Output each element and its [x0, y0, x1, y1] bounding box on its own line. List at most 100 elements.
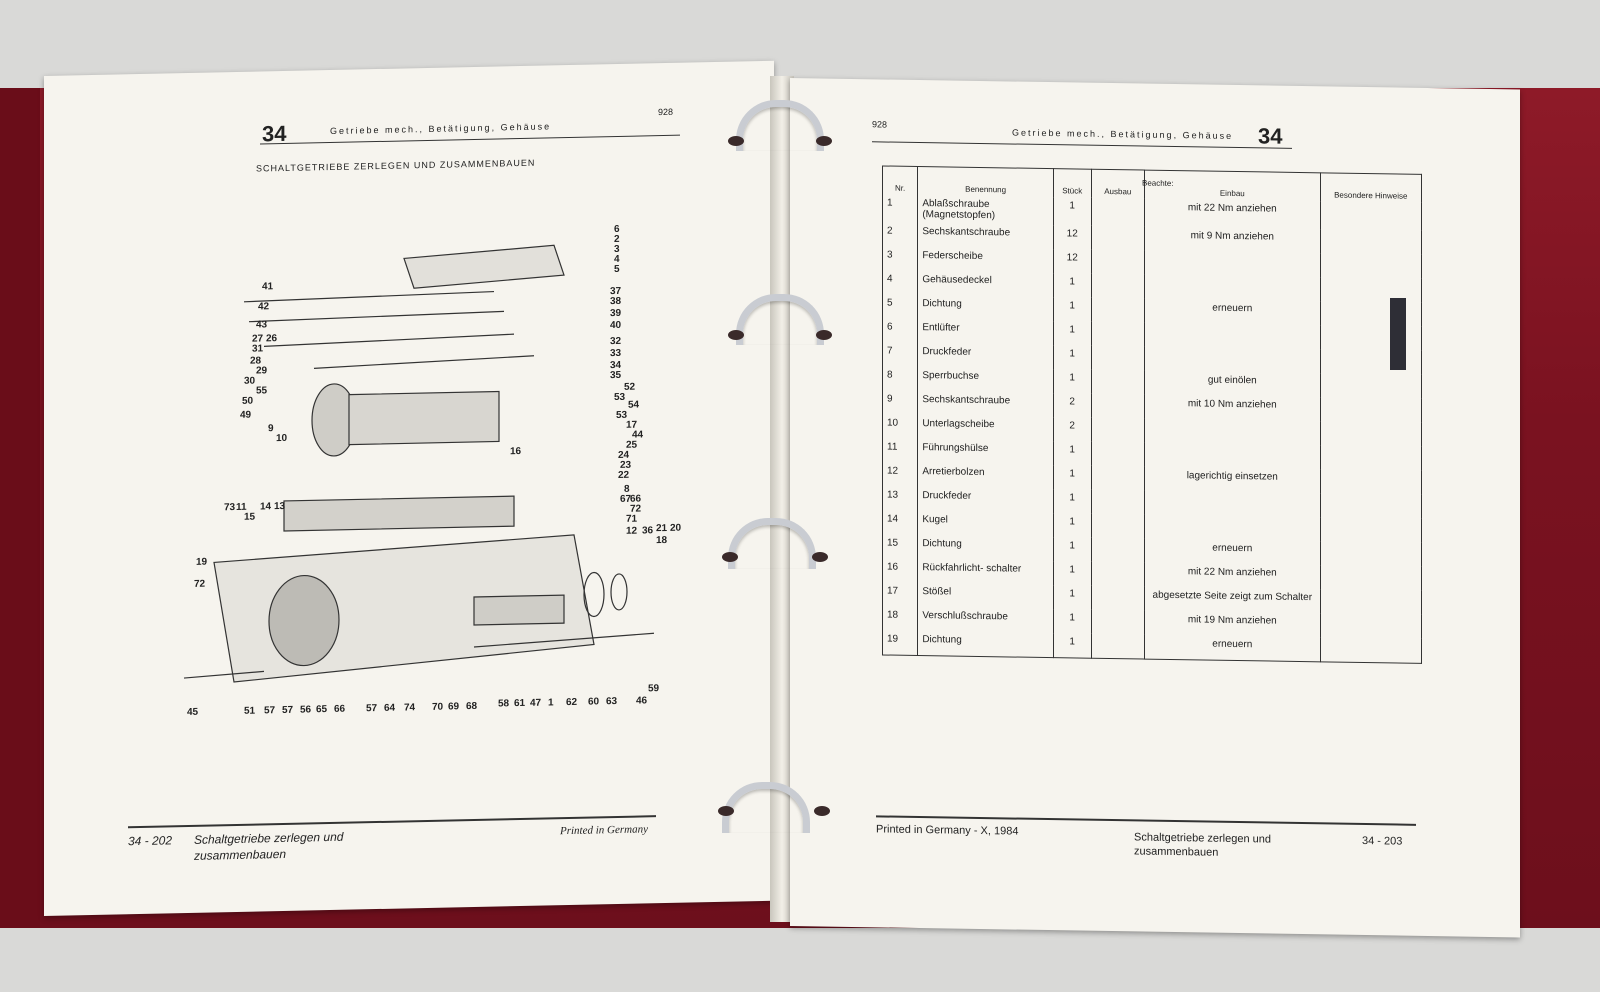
left-footer-title-1: Schaltgetriebe zerlegen und [194, 829, 344, 847]
right-section-number: 34 [1258, 123, 1283, 149]
callout-label: 33 [610, 347, 622, 360]
punch-hole [814, 806, 830, 816]
cell-nr: 19 [882, 630, 918, 656]
cell-out [1091, 513, 1145, 539]
callout-label: 60 [588, 696, 600, 708]
binder-edge [0, 88, 40, 928]
callout-label: 53 [614, 391, 626, 404]
cell-name: Stößel [917, 583, 1054, 610]
header-out: Beachte:Ausbau [1091, 169, 1174, 199]
cell-out [1091, 321, 1145, 347]
cell-in: mit 22 Nm anziehen [1144, 562, 1321, 590]
callout-label: 22 [618, 469, 630, 481]
cell-nr: 9 [882, 390, 918, 416]
cell-name: Dichtung [917, 535, 1054, 562]
cell-nr: 16 [882, 558, 918, 584]
cell-name: Rückfahrlicht- schalter [917, 559, 1054, 586]
cell-in: abgesetzte Seite zeigt zum Schalter [1144, 586, 1321, 614]
callout-label: 47 [530, 697, 542, 709]
left-header-rule [260, 134, 680, 145]
header-nr: Nr. [882, 165, 918, 196]
callout-label: 57 [366, 703, 378, 715]
header-qty: Stück [1053, 168, 1091, 198]
callout-label: 10 [276, 432, 288, 445]
right-header-rule [872, 141, 1292, 149]
cell-in: mit 22 Nm anziehen [1144, 198, 1321, 230]
callout-label: 69 [448, 701, 460, 713]
callout-label: 71 [626, 513, 638, 525]
callout-label: 57 [282, 704, 294, 717]
cell-qty: 1 [1053, 273, 1091, 298]
cell-notes [1320, 565, 1422, 591]
cell-notes [1320, 469, 1422, 495]
cell-in [1144, 418, 1321, 446]
cell-in: mit 19 Nm anziehen [1144, 610, 1321, 638]
left-footer-page: 34 - 202 [128, 833, 173, 849]
cell-name: Sechskantschraube [917, 223, 1054, 250]
cell-notes [1320, 253, 1422, 279]
cell-qty: 1 [1053, 489, 1091, 514]
cell-in [1144, 250, 1321, 278]
cell-nr: 1 [882, 194, 918, 224]
cell-out [1091, 609, 1145, 635]
output-shaft [473, 594, 565, 626]
binder-ring[interactable] [736, 294, 824, 345]
callout-label: 35 [610, 369, 622, 382]
cell-notes [1320, 349, 1422, 375]
housing-cover [403, 244, 565, 289]
cell-in [1144, 514, 1321, 542]
cell-name: Sperrbuchse [917, 367, 1054, 394]
callout-label: 45 [187, 706, 199, 719]
cell-notes [1320, 373, 1422, 399]
cell-out [1091, 393, 1145, 419]
cell-notes [1320, 421, 1422, 447]
drive-shaft [183, 670, 265, 679]
callout-label: 63 [606, 695, 618, 708]
cell-out [1091, 417, 1145, 443]
cell-out [1091, 369, 1145, 395]
shift-rail-4 [313, 355, 535, 369]
binder-ring[interactable] [728, 518, 816, 569]
cell-name: Kugel [917, 511, 1054, 538]
callout-label: 51 [244, 705, 256, 717]
cell-out [1091, 465, 1145, 491]
callout-label: 56 [300, 704, 312, 716]
cell-notes [1320, 613, 1422, 639]
cell-notes [1320, 541, 1422, 567]
callout-label: 19 [196, 556, 208, 568]
cell-notes [1320, 397, 1422, 423]
left-header-title: Getriebe mech., Betätigung, Gehäuse [330, 121, 552, 137]
cell-notes [1320, 277, 1422, 303]
right-footer-page: 34 - 203 [1362, 834, 1403, 848]
left-model: 928 [658, 106, 674, 118]
index-tab [1390, 298, 1406, 370]
callout-label: 49 [240, 409, 252, 421]
cell-out [1091, 441, 1145, 467]
cell-qty: 1 [1053, 537, 1091, 562]
cell-notes [1320, 445, 1422, 471]
cell-name: Unterlagscheibe [917, 415, 1054, 442]
punch-hole [816, 330, 832, 340]
cell-nr: 6 [882, 318, 918, 344]
callout-label: 70 [432, 701, 444, 713]
cell-out [1091, 225, 1145, 251]
cell-name: Dichtung [917, 631, 1054, 658]
punch-hole [728, 330, 744, 340]
callout-label: 13 [274, 500, 286, 513]
callout-label: 21 [656, 522, 668, 535]
callout-label: 58 [498, 698, 510, 710]
callout-label: 43 [256, 319, 268, 331]
callout-label: 41 [262, 281, 274, 293]
cell-out [1091, 345, 1145, 371]
binder-ring[interactable] [736, 100, 824, 151]
cell-name: Verschlußschraube [917, 607, 1054, 634]
callout-label: 62 [566, 696, 578, 709]
cell-out [1091, 489, 1145, 515]
callout-label: 5 [614, 263, 620, 276]
cell-name: Druckfeder [917, 487, 1054, 514]
callout-label: 50 [242, 395, 254, 407]
cell-in [1144, 322, 1321, 350]
cell-name: Gehäusedeckel [917, 271, 1054, 298]
cell-name: Arretierbolzen [917, 463, 1054, 490]
callout-label: 40 [610, 319, 622, 332]
